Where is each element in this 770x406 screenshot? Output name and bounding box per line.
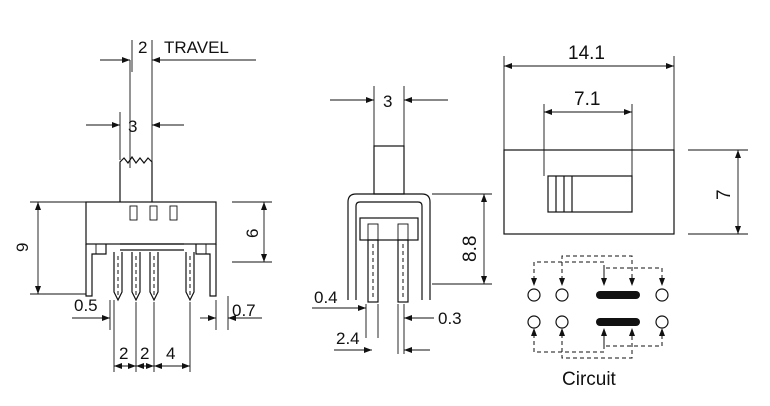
pin-pitch-3-value: 4 [166, 344, 175, 363]
front-pins [367, 239, 409, 303]
top-width-value: 7 [714, 189, 735, 200]
front-height-dimension [432, 193, 492, 285]
side-body-height-value: 6 [243, 229, 262, 238]
top-view: 14.1 7.1 7 [503, 43, 748, 235]
pin-pitch-1-value: 2 [119, 344, 128, 363]
pin-offset-dimensions [72, 296, 262, 372]
front-actuator [373, 145, 405, 195]
side-housing [85, 201, 217, 297]
top-slot-value: 7.1 [574, 89, 600, 110]
pin-pitch-2-value: 2 [140, 344, 149, 363]
pin-thickness-dimension [397, 304, 434, 354]
circuit-dashed-links [531, 255, 665, 359]
side-pins [113, 252, 195, 302]
front-height-value: 8.8 [460, 236, 481, 262]
top-width-dimension [688, 149, 748, 235]
travel-label: TRAVEL [164, 38, 229, 57]
side-height-dimension [30, 201, 86, 295]
side-actuator-width-value: 3 [128, 117, 137, 136]
top-body [503, 149, 675, 235]
circuit-contact-bars [596, 291, 640, 326]
front-view: 3 8.8 [312, 86, 492, 354]
front-actuator-width-dimension [330, 86, 448, 146]
side-actuator [119, 40, 153, 202]
pin-width-value: 0.4 [314, 288, 338, 307]
pin-left-offset-value: 0.5 [74, 296, 98, 315]
travel-dimension [100, 57, 256, 63]
pin-pitch-dimensions [114, 302, 191, 372]
circuit-diagram: Circuit [527, 255, 669, 390]
circuit-label: Circuit [562, 369, 617, 390]
side-view: 2 TRAVEL 3 [13, 38, 272, 372]
side-actuator-width-dimension [86, 112, 184, 160]
top-length-dimension [503, 56, 675, 150]
pin-spacing-dimension [334, 347, 430, 353]
pin-right-offset-value: 0.7 [232, 301, 256, 320]
side-height-value: 9 [13, 243, 32, 252]
side-body-height-dimension [232, 201, 272, 263]
pin-spacing-value: 2.4 [336, 329, 360, 348]
front-frame [347, 193, 431, 300]
front-actuator-width-value: 3 [383, 92, 392, 111]
circuit-terminals [527, 288, 669, 329]
travel-value: 2 [138, 38, 147, 57]
pin-width-dimension [312, 304, 379, 338]
pin-thickness-value: 0.3 [438, 309, 462, 328]
top-slot-dimension [543, 104, 633, 176]
top-length-value: 14.1 [568, 43, 605, 64]
top-slider [547, 175, 633, 213]
